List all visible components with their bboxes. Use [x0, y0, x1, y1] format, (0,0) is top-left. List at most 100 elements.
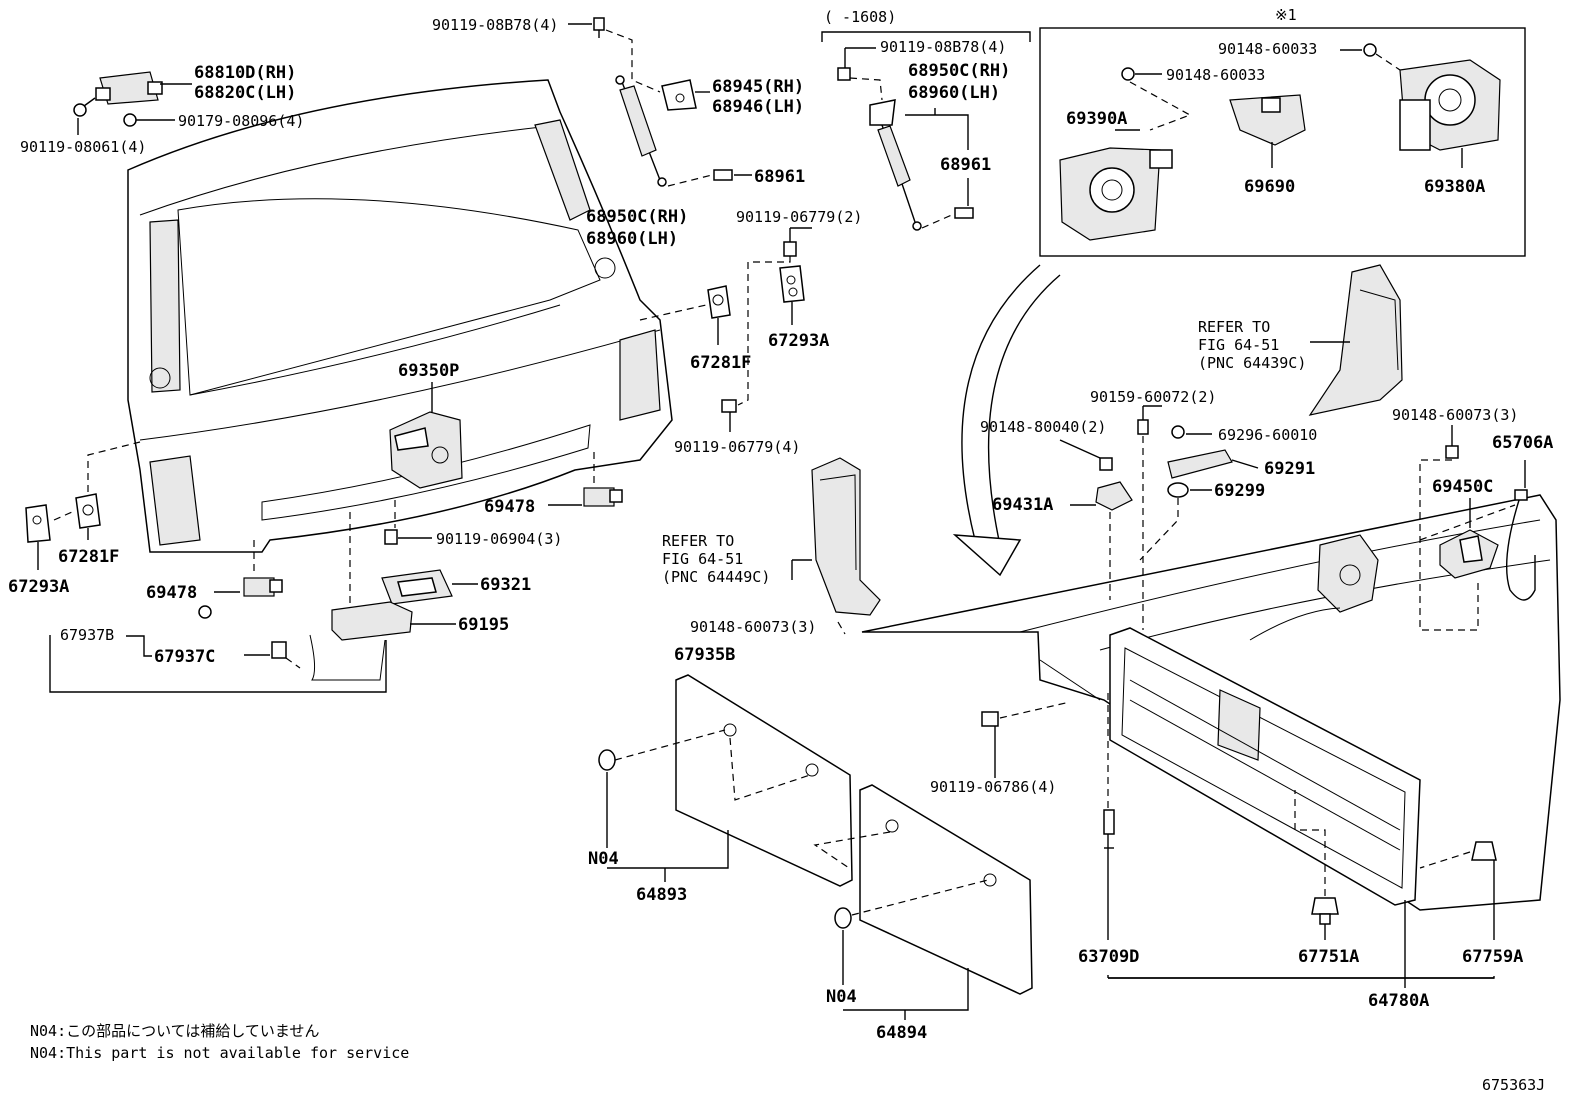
label-69299: 69299	[1214, 481, 1265, 501]
label-90148-60073-b: 90148-60073(3)	[1392, 406, 1518, 424]
label-90119-06786: 90119-06786(4)	[930, 778, 1056, 796]
footnote-english: N04:This part is not available for servi…	[30, 1044, 409, 1062]
label-68961-b: 68961	[940, 155, 991, 175]
label-90148-60033-a: 90148-60033	[1218, 40, 1317, 58]
bolt-90119-08061-icon	[73, 97, 96, 117]
label-63709D: 63709D	[1078, 947, 1139, 967]
nut-90179-08096-icon	[123, 113, 137, 127]
label-refer-a-3: (PNC 64449C)	[662, 568, 770, 586]
hinge-68945	[661, 79, 697, 111]
label-refer-b-2: FIG 64-51	[1198, 336, 1279, 354]
clip-67751A-icon	[1311, 897, 1339, 925]
label-69380A: 69380A	[1424, 177, 1485, 197]
bumper-67281F-b	[75, 493, 101, 529]
label-90159-60072: 90159-60072(2)	[1090, 388, 1216, 406]
label-67759A: 67759A	[1462, 947, 1523, 967]
label-69321: 69321	[480, 575, 531, 595]
cover-69195	[331, 601, 413, 641]
label-67935B: 67935B	[674, 645, 735, 665]
label-67937B: 67937B	[60, 626, 114, 644]
label-refer-a-1: REFER TO	[662, 532, 734, 550]
label-90119-08B78-b: 90119-08B78(4)	[880, 38, 1006, 56]
label-refer-a-2: FIG 64-51	[662, 550, 743, 568]
label-69478-a: 69478	[484, 497, 535, 517]
label-90119-06779-4: 90119-06779(4)	[674, 438, 800, 456]
trim-67935B	[811, 457, 881, 616]
clip-67759A-icon	[1471, 841, 1497, 861]
label-refer-b-3: (PNC 64439C)	[1198, 354, 1306, 372]
bolt-90119-06904-icon	[384, 529, 398, 545]
lock-actuator-69390A	[1059, 147, 1173, 241]
label-90148-80040: 90148-80040(2)	[980, 418, 1106, 436]
screw-90159-60072-icon	[1137, 419, 1149, 435]
cable-65706A	[1506, 489, 1536, 601]
label-68950C-b: 68950C(RH)	[908, 61, 1010, 81]
screw-90148-80040-icon	[1099, 457, 1113, 471]
cover-64894	[859, 784, 1033, 995]
label-n04-b: N04	[826, 987, 857, 1007]
switch-69478-a	[583, 487, 623, 507]
label-64893: 64893	[636, 885, 687, 905]
clip-69296-60010-icon	[1171, 425, 1185, 439]
bumper-67293A-a	[779, 265, 805, 303]
curved-arrow-icon	[952, 264, 1061, 577]
label-67293A-a: 67293A	[768, 331, 829, 351]
trim-refer-64439C	[1308, 264, 1403, 416]
latch-69350P	[389, 411, 463, 489]
switch-69478-b	[243, 577, 283, 597]
label-64894: 64894	[876, 1023, 927, 1043]
label-67281F-a: 67281F	[690, 353, 751, 373]
diagram-id: 675363J	[1482, 1076, 1545, 1094]
ball-stud-68961-a-icon	[713, 169, 733, 181]
label-68810D: 68810D(RH)	[194, 63, 296, 83]
clip-n04-a-icon	[598, 749, 616, 771]
label-68960-a: 68960(LH)	[586, 229, 678, 249]
bracket-69431A	[1095, 481, 1133, 511]
label-68950C-a: 68950C(RH)	[586, 207, 688, 227]
clip-67937C-icon	[271, 641, 287, 659]
label-67751A: 67751A	[1298, 947, 1359, 967]
label-67937C: 67937C	[154, 647, 215, 667]
clip-n04-b-icon	[834, 907, 852, 929]
label-64780A: 64780A	[1368, 991, 1429, 1011]
label-range-1608: ( -1608)	[824, 8, 896, 26]
bolt-90119-06779-bottom-icon	[721, 399, 737, 413]
latch-assembly	[1249, 534, 1379, 641]
hinge-68810D	[95, 71, 163, 105]
screw-90148-60033-b-icon	[1121, 67, 1135, 81]
screw-90148-60033-a-icon	[1363, 43, 1377, 57]
label-90119-06779-2: 90119-06779(2)	[736, 208, 862, 226]
lock-actuator-69380A	[1399, 59, 1501, 151]
striker-69450C	[1439, 529, 1499, 579]
label-65706A: 65706A	[1492, 433, 1553, 453]
label-69195: 69195	[458, 615, 509, 635]
label-69450C: 69450C	[1432, 477, 1493, 497]
label-69291: 69291	[1264, 459, 1315, 479]
label-68960-b: 68960(LH)	[908, 83, 1000, 103]
cover-64893	[675, 674, 853, 887]
screw-90148-60073-b-icon	[1445, 445, 1459, 459]
footnote-japanese: N04:この部品については補給していません	[30, 1022, 319, 1040]
label-67293A-b: 67293A	[8, 577, 69, 597]
rod-63709D	[1103, 809, 1115, 888]
bolt-90119-08B78-icon	[593, 17, 605, 38]
screw-left-icon	[198, 605, 212, 619]
bolt-90119-08B78-b-icon	[837, 67, 851, 81]
label-69478-b: 69478	[146, 583, 197, 603]
label-69296-60010: 69296-60010	[1218, 426, 1317, 444]
bracket-69690	[1229, 94, 1306, 146]
label-68946: 68946(LH)	[712, 97, 804, 117]
strut-68950C-b	[869, 99, 922, 231]
callout-labels: 90119-08B78(4) 68810D(RH) 68820C(LH) 901…	[8, 6, 1553, 1094]
label-90179-08096: 90179-08096(4)	[178, 112, 304, 130]
label-69390A: 69390A	[1066, 109, 1127, 129]
bracket-69291	[1167, 449, 1233, 479]
bolt-90119-06786-icon	[981, 711, 999, 727]
handle-69321	[381, 569, 453, 605]
lower-panel-bracket	[49, 634, 387, 693]
inset-box	[1039, 27, 1526, 257]
label-90119-08061: 90119-08061(4)	[20, 138, 146, 156]
back-door-panel	[127, 79, 673, 553]
label-68945: 68945(RH)	[712, 77, 804, 97]
